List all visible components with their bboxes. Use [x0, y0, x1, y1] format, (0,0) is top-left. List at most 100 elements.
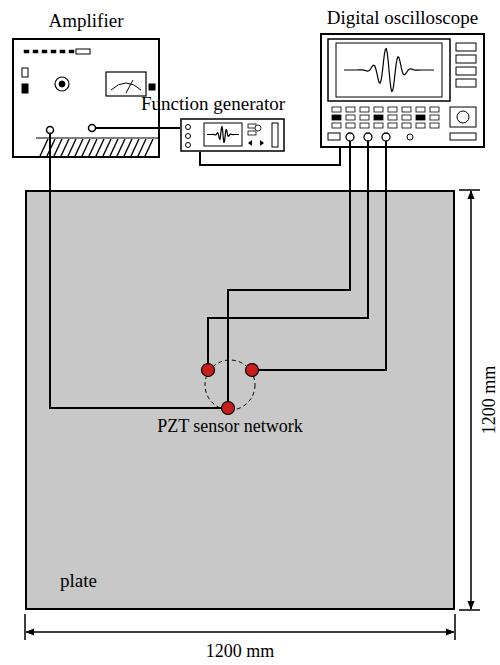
panel-button [416, 123, 425, 128]
generator-housing [181, 119, 284, 151]
instrument-label: Function generator [141, 93, 285, 115]
panel-button [388, 107, 397, 112]
control-block [450, 107, 476, 127]
port-strip [450, 133, 476, 140]
hatch-stroke [75, 139, 83, 156]
wire-stub [49, 134, 51, 157]
hatch-stroke [61, 139, 69, 156]
output-terminal [47, 127, 54, 134]
dimension-label: 1200 mm [479, 366, 500, 435]
side-panel [272, 123, 278, 147]
wire-stub [385, 141, 387, 147]
panel-button [430, 115, 439, 120]
panel-button [332, 115, 341, 120]
side-button [456, 79, 476, 87]
wire-stub [367, 141, 369, 147]
panel-button [402, 115, 411, 120]
panel-button [360, 115, 369, 120]
panel-button [430, 107, 439, 112]
base-band [36, 138, 159, 139]
hatch-stroke [89, 139, 97, 156]
switch [22, 68, 28, 77]
dimension-tick [454, 614, 456, 640]
indicator-led [33, 50, 38, 53]
sensor-network: PZT sensor network [145, 354, 315, 437]
panel-button [332, 107, 341, 112]
input-terminal [89, 125, 96, 132]
channel-input [364, 133, 372, 141]
instrument-illustration [320, 33, 485, 148]
plate-region: plate PZT sensor network [25, 190, 455, 610]
instrument-box: Amplifier [12, 10, 160, 158]
signal-wire [208, 148, 368, 370]
pzt-sensor [222, 402, 235, 415]
output-terminal [186, 125, 191, 130]
dimension-tick [459, 609, 480, 611]
panel-button [374, 107, 383, 112]
channel-input [382, 133, 390, 141]
screen-bezel [328, 39, 450, 101]
control-knob [255, 125, 261, 131]
dimension-label: 1200 mm [206, 641, 275, 662]
hatch-stroke [47, 139, 55, 156]
panel-button [374, 123, 383, 128]
plate-surface [25, 190, 455, 610]
hatch-stroke [96, 139, 104, 156]
instrument-box: Function generator [141, 93, 285, 152]
signal-wire [160, 127, 180, 129]
oscilloscope-screen [336, 43, 442, 97]
oscilloscope-housing [321, 34, 484, 147]
hatch-stroke [103, 139, 111, 156]
hatch-stroke [40, 139, 48, 156]
panel-button [402, 107, 411, 112]
channel-input [346, 133, 354, 141]
switch [22, 84, 28, 93]
indicator-led [69, 50, 74, 53]
indicator-led [60, 50, 65, 53]
panel-button [416, 107, 425, 112]
network-label: PZT sensor network [157, 416, 303, 437]
control-knob [59, 81, 65, 87]
panel-button [360, 123, 369, 128]
indicator-led [42, 50, 47, 53]
panel-button [388, 115, 397, 120]
dimension-line [26, 631, 454, 633]
dimension-tick [24, 614, 26, 640]
hatch-stroke [68, 139, 76, 156]
dimension-line [470, 191, 472, 609]
hatch-stroke [54, 139, 62, 156]
meter-dial [106, 72, 146, 96]
instrument-label: Amplifier [49, 10, 124, 32]
hatch-stroke [124, 139, 132, 156]
amplifier-housing [13, 39, 159, 157]
control-knob [457, 111, 469, 123]
channel-input [407, 134, 413, 140]
panel-button [346, 107, 355, 112]
pzt-sensor [202, 364, 215, 377]
panel-button [430, 123, 439, 128]
hatch-stroke [110, 139, 118, 156]
instrument-label: Digital oscilloscope [327, 7, 478, 29]
wire-stub [96, 127, 159, 129]
side-button [456, 55, 476, 63]
generator-screen [204, 123, 242, 146]
side-button [456, 43, 476, 51]
panel-button [332, 123, 341, 128]
panel-button [388, 123, 397, 128]
panel-button [374, 115, 383, 120]
hatch-stroke [82, 139, 90, 156]
meter-scale [111, 83, 141, 90]
region-label: plate [60, 570, 97, 592]
button [248, 131, 256, 135]
panel-button [360, 107, 369, 112]
display-window [76, 49, 90, 54]
indicator-led [51, 50, 56, 53]
instrument-illustration [12, 38, 160, 158]
control-knob [55, 77, 69, 91]
side-button [456, 67, 476, 75]
switch [149, 84, 155, 90]
instrument-illustration [180, 118, 285, 152]
panel-button [346, 115, 355, 120]
hatch-stroke [145, 139, 153, 156]
